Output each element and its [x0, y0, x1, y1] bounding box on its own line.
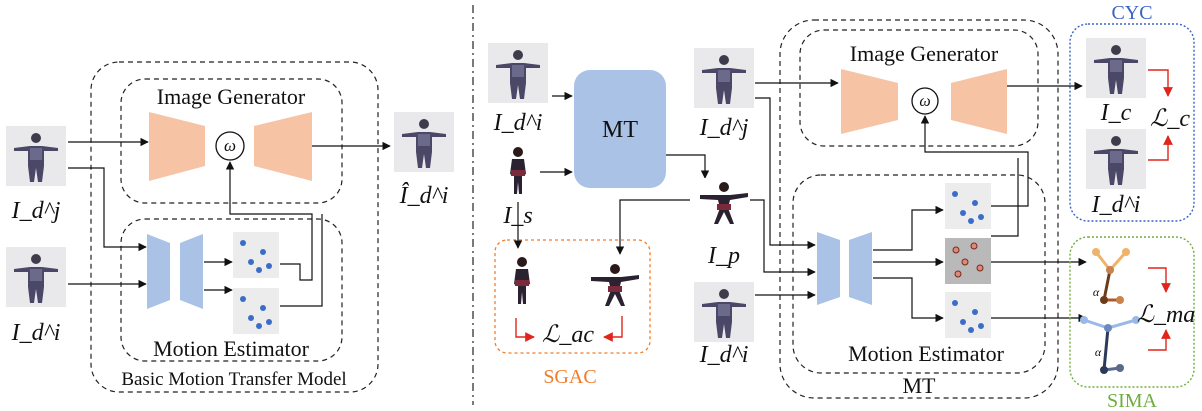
input-di-top-label: I_d^i — [493, 110, 543, 136]
keypoints-map-top — [233, 232, 279, 278]
omega-symbol: ω — [224, 136, 236, 155]
input-image-p — [694, 178, 754, 228]
image-generator-label: Image Generator — [157, 84, 306, 109]
motion-estimator-label: Motion Estimator — [153, 336, 310, 361]
input-image-dj — [694, 48, 754, 108]
cyc-top-label: I_c — [1100, 100, 1132, 126]
estimator-right-shape — [180, 234, 203, 309]
cyc-target-image — [1086, 129, 1146, 189]
cyc-title: CYC — [1111, 2, 1152, 24]
sima-skeleton-bottom — [1080, 316, 1140, 374]
sima-title: SIMA — [1107, 390, 1158, 411]
sgac-loss: ℒ_ac — [542, 322, 594, 348]
input-dj-label: I_d^j — [699, 115, 749, 141]
right-omega-node — [911, 87, 939, 115]
right-decoder-shape — [951, 69, 1007, 134]
input-image-di-bottom — [694, 282, 754, 342]
right-encoder-shape — [841, 69, 898, 134]
cyc-loss: ℒ_c — [1150, 106, 1190, 132]
cyc-output-image — [1086, 38, 1146, 98]
sgac-source-image — [502, 252, 542, 312]
right-motion-estimator-label: Motion Estimator — [848, 341, 1005, 366]
cyc-bottom-label: I_d^i — [1091, 192, 1141, 218]
encoder-shape — [149, 112, 205, 181]
right-keypoints-middle — [945, 238, 991, 284]
right-estimator-right — [849, 232, 872, 305]
input-p-label: I_p — [707, 243, 740, 269]
input-di-label: I_d^i — [11, 320, 61, 346]
cyc-box — [1069, 23, 1195, 222]
mt-block-label: MT — [602, 117, 638, 143]
input-image-dj — [6, 126, 66, 186]
output-image — [394, 112, 454, 172]
omega-node — [215, 131, 245, 161]
input-di-bottom-label: I_d^i — [699, 342, 749, 368]
basic-model-title: Basic Motion Transfer Model — [121, 369, 346, 390]
input-image-di-top — [488, 43, 548, 103]
right-image-generator-box — [799, 29, 1039, 147]
keypoints-map-bottom — [233, 288, 279, 334]
right-motion-estimator-box — [792, 174, 1046, 374]
estimator-left-shape — [147, 234, 170, 309]
mt-outer-label: MT — [903, 373, 937, 398]
right-keypoints-top — [945, 183, 991, 229]
left-panel: Image Generator Motion Estimator Basic M… — [6, 61, 454, 393]
right-estimator-left — [817, 232, 840, 305]
output-label: Î_d^i — [399, 183, 449, 209]
right-keypoints-bottom — [945, 292, 991, 338]
sgac-pose-image — [585, 260, 645, 310]
input-dj-label: I_d^j — [11, 198, 61, 224]
sgac-box — [494, 239, 651, 354]
sima-box — [1069, 236, 1195, 388]
decoder-shape — [254, 112, 312, 181]
mt-outer-box — [779, 19, 1059, 399]
sgac-title: SGAC — [543, 366, 596, 388]
sima-skeleton-top — [1092, 248, 1130, 304]
input-image-di — [6, 247, 66, 307]
right-omega-symbol: ω — [919, 93, 930, 110]
right-image-generator-label: Image Generator — [850, 41, 999, 66]
mt-block — [574, 70, 666, 188]
input-image-s — [498, 142, 538, 202]
right-panel: I_d^i I_s MT SGAC ℒ_ac I_d^j I_p I_d^i M… — [488, 2, 1195, 411]
sima-alpha-top: α — [1093, 285, 1100, 299]
sima-loss: ℒ_ma — [1137, 302, 1196, 328]
sima-alpha-bottom: α — [1095, 345, 1102, 359]
